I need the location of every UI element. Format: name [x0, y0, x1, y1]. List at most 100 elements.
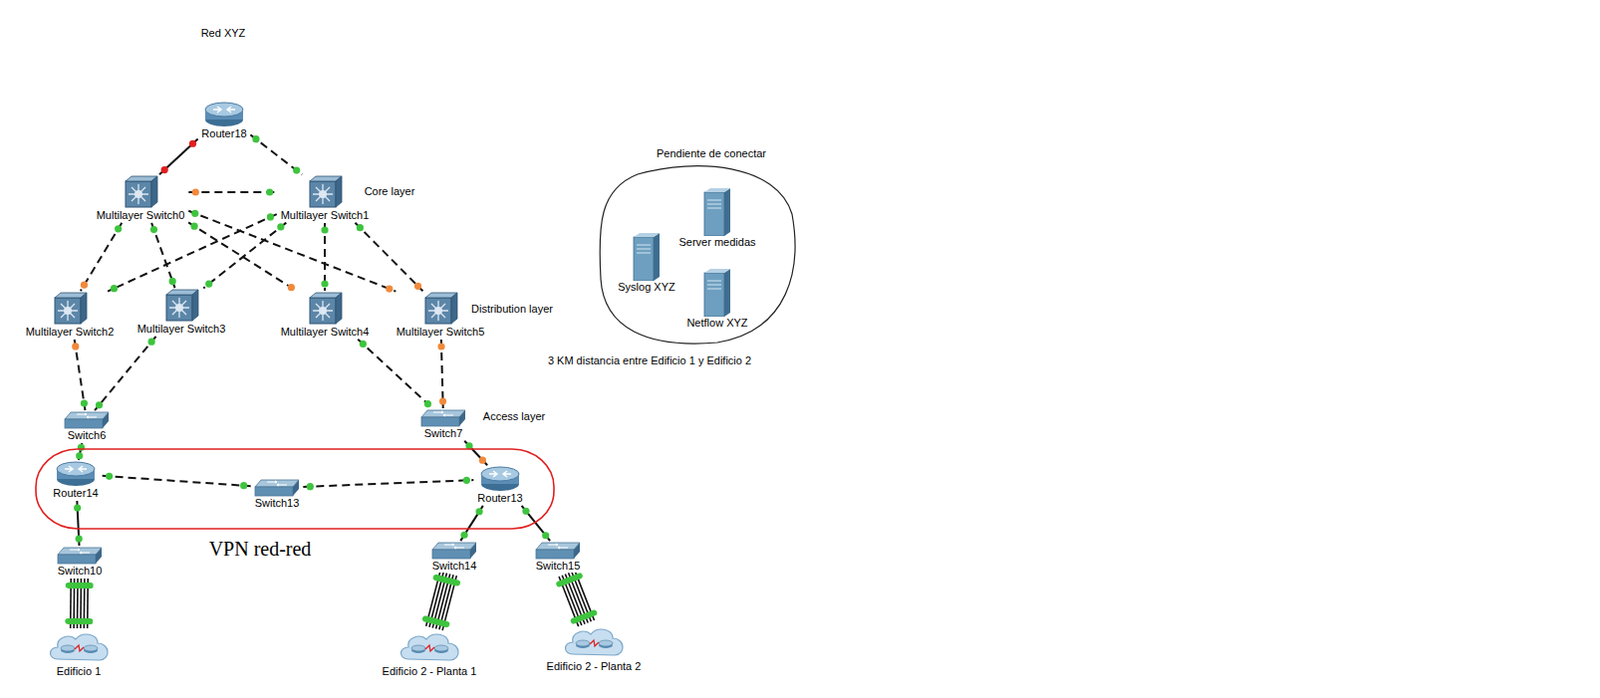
port-dot	[522, 508, 530, 516]
device-label: Edificio 1	[55, 665, 103, 679]
cable-bundle	[425, 571, 458, 631]
building-cloud: Edificio 2 - Planta 1	[379, 629, 481, 679]
server-icon	[704, 188, 731, 237]
device-label: Switch10	[56, 564, 104, 578]
network-device: Netflow XYZ	[683, 268, 751, 330]
port-dot	[191, 210, 199, 218]
link-connector	[159, 138, 199, 175]
port-dot	[276, 223, 284, 231]
server-icon	[633, 233, 660, 281]
vpn-region: VPN red-redRouter14Switch13Router13	[35, 449, 556, 569]
link-connector	[357, 339, 433, 410]
layer-note: Core layer	[364, 185, 416, 199]
port-dot	[240, 482, 248, 490]
device-label: Multilayer Switch4	[279, 325, 371, 339]
link-connector	[250, 134, 302, 175]
device-label: Router14	[51, 487, 99, 501]
port-dot	[437, 342, 445, 350]
network-device: Switch13	[252, 479, 303, 511]
port-dot	[75, 534, 83, 542]
cloud-icon	[560, 624, 627, 661]
building-cloud: Edificio 1	[43, 629, 114, 679]
port-dot	[148, 338, 156, 346]
switch-icon	[432, 541, 477, 560]
multilayer-switch-icon	[423, 291, 458, 326]
port-dot	[252, 135, 260, 143]
port-dot	[479, 457, 487, 465]
network-device: Multilayer Switch1	[277, 175, 373, 223]
port-dot	[463, 477, 471, 485]
network-device: Server medidas	[675, 188, 759, 250]
port-dot	[320, 279, 328, 287]
device-label: Switch14	[431, 559, 479, 573]
link-connector	[75, 443, 85, 461]
network-device: Switch15	[533, 541, 584, 573]
device-label: Router13	[476, 492, 524, 506]
router-icon	[204, 101, 245, 128]
cloud-icon	[45, 629, 112, 666]
device-label: Switch6	[66, 429, 108, 443]
router-icon	[55, 461, 96, 488]
device-label: Multilayer Switch2	[24, 325, 116, 339]
switch-icon	[421, 409, 466, 428]
device-label: Switch15	[534, 559, 582, 573]
network-device: Router13	[474, 466, 526, 506]
port-dot	[80, 281, 88, 289]
port-dot	[541, 532, 549, 539]
layer-note: Access layer	[483, 410, 545, 424]
device-label: Syslog XYZ	[616, 280, 676, 294]
multilayer-switch-icon	[164, 288, 199, 323]
network-device: Router14	[49, 461, 101, 501]
link-connector	[320, 223, 328, 291]
port-dot	[95, 401, 103, 409]
port-dot	[460, 532, 468, 539]
router-icon	[480, 466, 521, 493]
port-dot	[189, 140, 197, 148]
port-dot	[110, 284, 118, 292]
multilayer-switch-icon	[52, 291, 87, 326]
port-dot	[439, 397, 447, 405]
port-bar	[68, 582, 91, 589]
layer-note: 3 KM distancia entre Edificio 1 y Edific…	[547, 354, 752, 368]
link-connector	[302, 477, 474, 492]
switch-icon	[64, 411, 109, 430]
link-connector	[522, 506, 551, 541]
link-connector	[150, 223, 177, 288]
network-device: Syslog XYZ	[614, 233, 678, 294]
link-connector	[460, 506, 484, 541]
device-label: Multilayer Switch5	[395, 325, 487, 339]
device-label: Multilayer Switch1	[279, 209, 371, 223]
port-dot	[161, 166, 169, 174]
switch-icon	[57, 546, 102, 565]
port-dot	[414, 282, 422, 290]
port-dot	[356, 224, 364, 232]
link-connector	[94, 336, 157, 411]
network-device: Multilayer Switch4	[277, 291, 373, 339]
port-dot	[192, 188, 200, 196]
cloud-icon	[396, 629, 463, 666]
device-label: Multilayer Switch3	[136, 322, 228, 336]
switch-icon	[535, 541, 580, 560]
port-dot	[169, 277, 177, 285]
diagram-title: Red XYZ	[201, 26, 247, 40]
port-dot	[114, 225, 122, 233]
port-dot	[306, 483, 314, 491]
port-dot	[71, 342, 79, 350]
port-dot	[190, 223, 198, 231]
network-device: Switch6	[62, 411, 111, 443]
building-cloud: Edificio 2 - Planta 2	[543, 624, 645, 674]
link-connector	[354, 223, 423, 292]
port-dot	[287, 283, 295, 291]
multilayer-switch-icon	[123, 175, 158, 210]
link-connector	[71, 339, 88, 411]
network-device: Multilayer Switch5	[393, 291, 489, 339]
network-device: Switch14	[429, 541, 481, 573]
port-dot	[80, 399, 88, 407]
pending-region: Pendiente de conectarServer medidasSyslo…	[593, 145, 805, 355]
link-connector	[73, 501, 83, 546]
port-bar	[573, 613, 594, 622]
device-label: Switch7	[423, 427, 465, 441]
multilayer-switch-icon	[307, 175, 342, 210]
device-label: Edificio 2 - Planta 1	[381, 665, 479, 679]
